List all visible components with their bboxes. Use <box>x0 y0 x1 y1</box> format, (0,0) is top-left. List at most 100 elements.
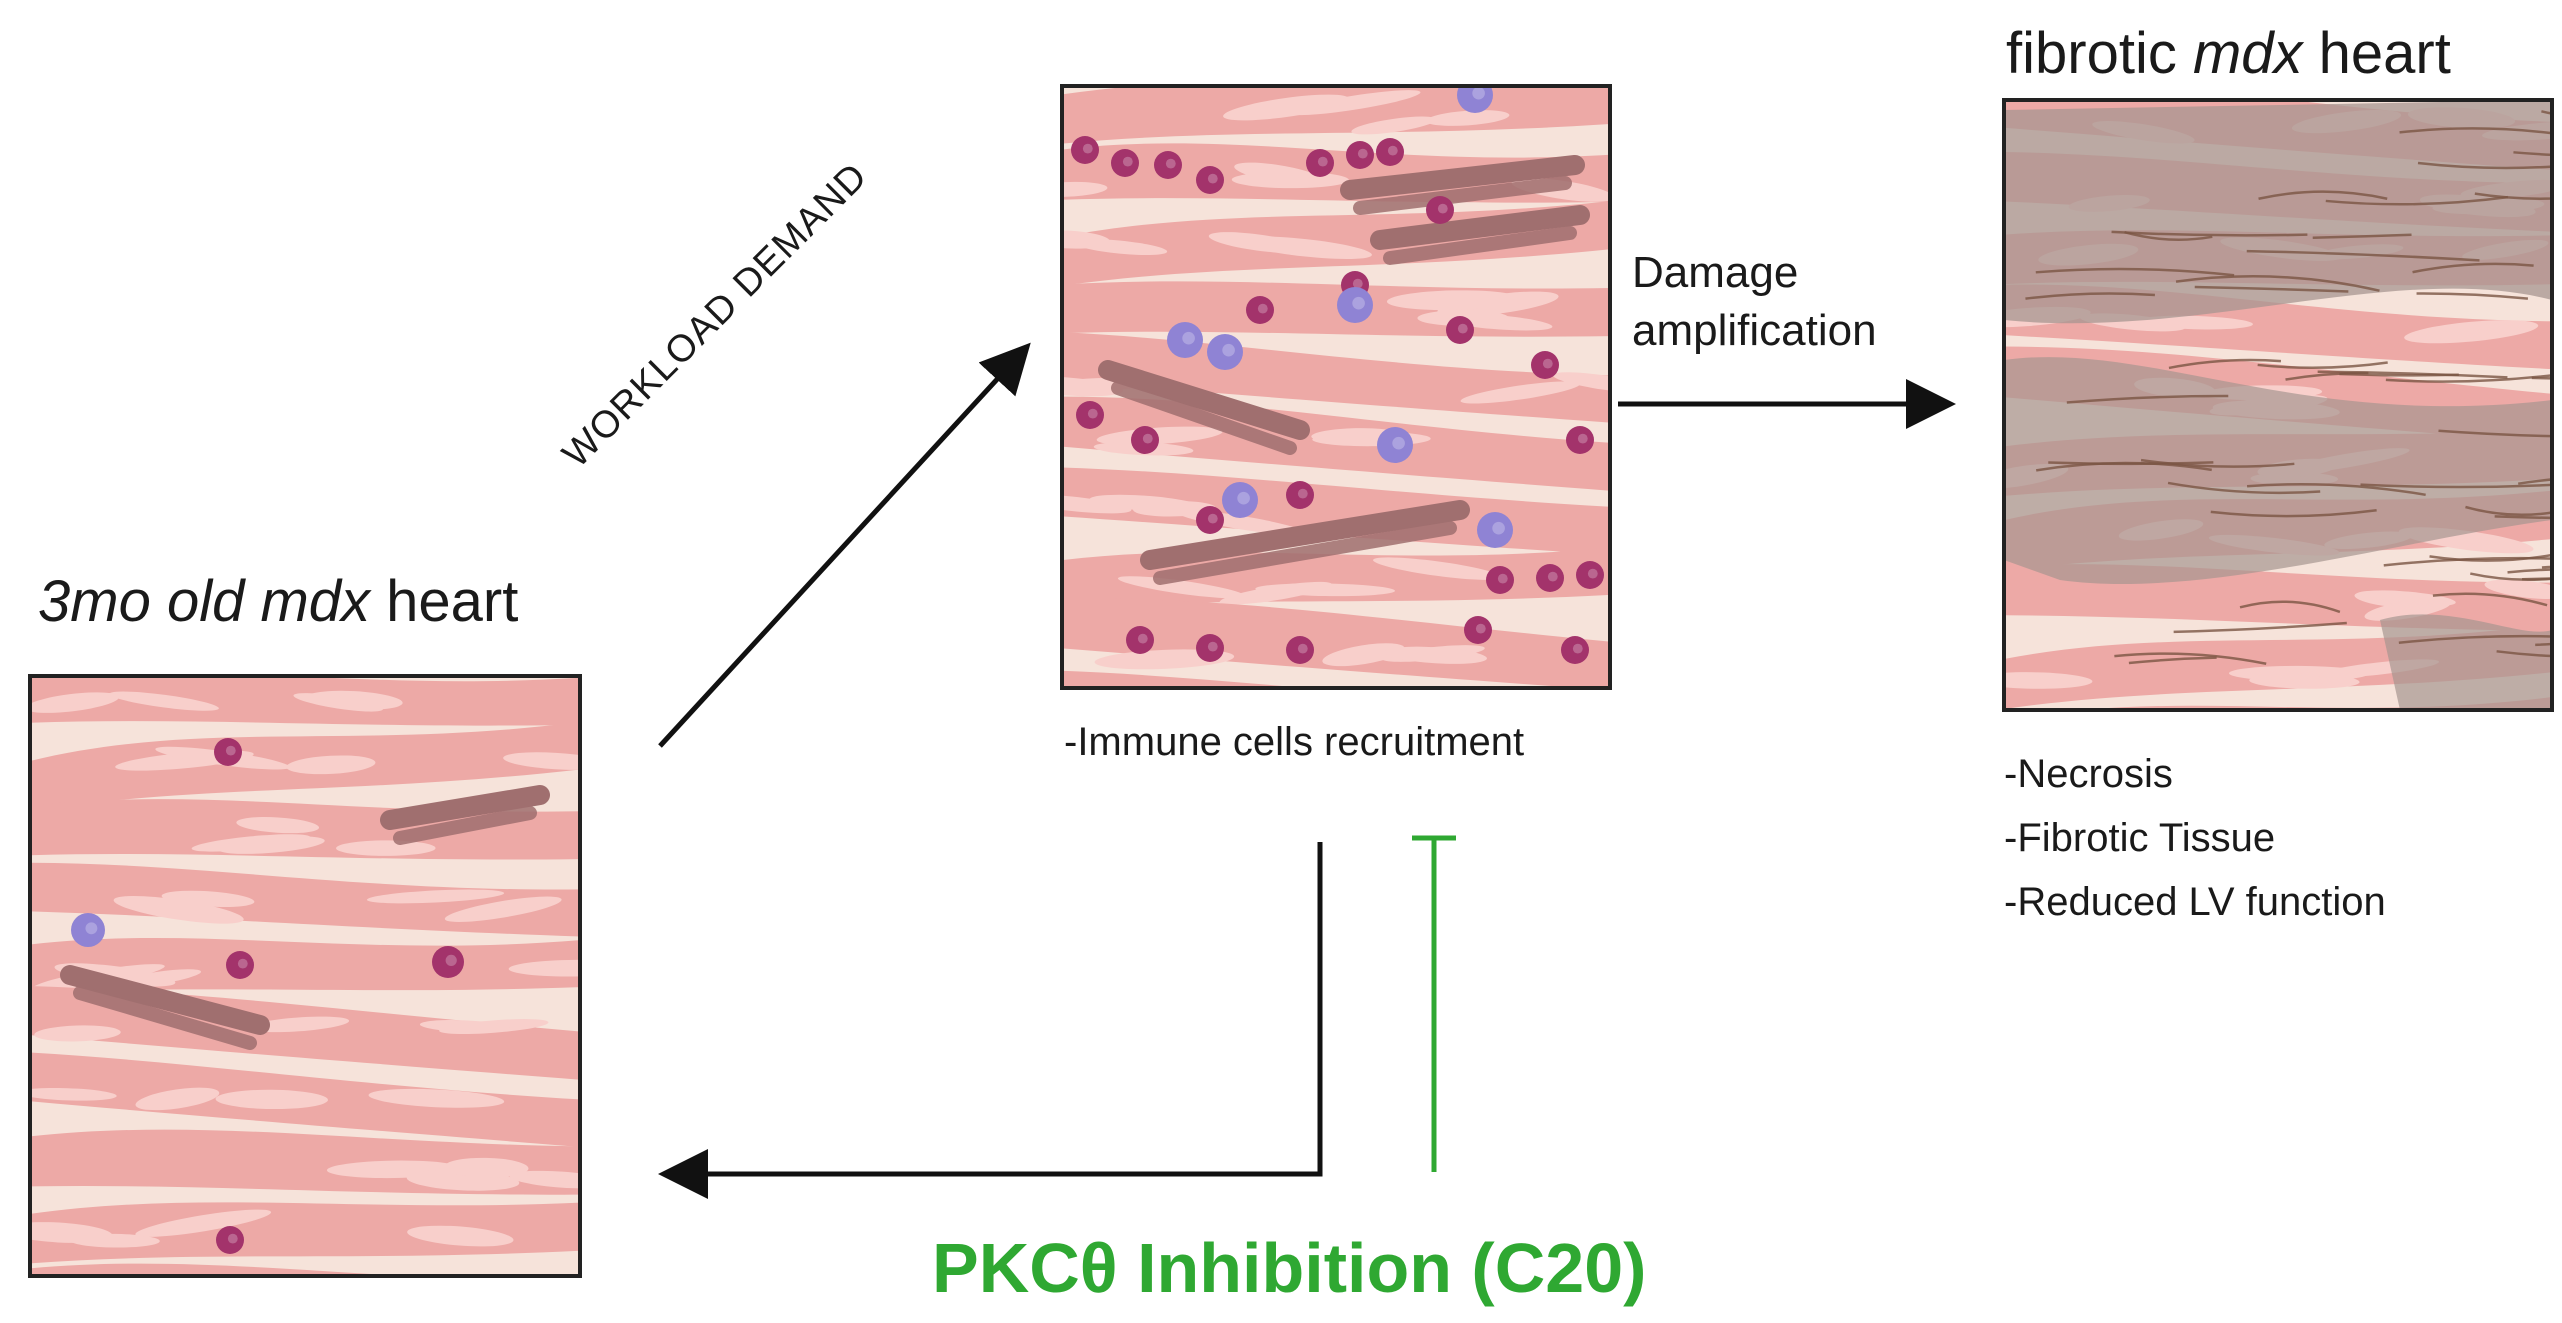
immune-cell-nucleus <box>1475 623 1486 634</box>
immune-cell-nucleus <box>1572 643 1583 654</box>
fiber-striation <box>443 1157 529 1178</box>
fiber-striation <box>202 1303 293 1320</box>
immune-cell <box>1426 196 1454 224</box>
collagen-fiber <box>2111 230 2308 237</box>
collagen-fiber <box>2114 652 2267 666</box>
collagen-fiber <box>2432 592 2548 607</box>
damaged-fiber <box>1098 360 1310 440</box>
fiber-striation <box>368 1088 505 1108</box>
immune-cell <box>1196 634 1224 662</box>
immune-cell-nucleus <box>1297 643 1308 654</box>
collagen-fiber <box>2507 568 2552 574</box>
left-panel-title: 3mo old mdx heart <box>38 568 518 635</box>
fiber-striation <box>2004 672 2093 689</box>
fiber-striation <box>444 896 562 922</box>
collagen-fiber <box>2518 478 2552 485</box>
collagen-fiber <box>2317 370 2508 379</box>
collagen-fiber <box>2066 394 2229 404</box>
immune-cell-nucleus <box>1082 143 1093 154</box>
right-title-prefix: fibrotic <box>2006 21 2177 86</box>
collagen-fiber <box>2173 621 2347 634</box>
collagen-fiber <box>2398 634 2552 644</box>
macrophage-nucleus <box>1492 521 1505 535</box>
collagen-fiber <box>2325 195 2509 206</box>
fiber-striation <box>1062 376 1123 397</box>
fiber-striation <box>503 752 580 770</box>
collagen-fiber <box>2210 508 2377 518</box>
left-title-italic: 3mo old mdx <box>38 569 371 634</box>
fiber-striation <box>1386 290 1520 311</box>
fiber-striation <box>109 691 219 711</box>
collagen-fiber <box>2412 262 2534 274</box>
note-reduced-lv-function: -Reduced LV function <box>2004 880 2386 924</box>
left-title-suffix: heart <box>386 569 519 634</box>
immune-cell-nucleus <box>1437 203 1448 214</box>
fiber-striation <box>109 1298 208 1321</box>
immune-cell-nucleus <box>1547 571 1558 582</box>
muscle-fiber <box>30 862 580 937</box>
right-title-italic: mdx <box>2192 21 2303 86</box>
collagen-fiber <box>2246 249 2480 262</box>
collagen-fiber <box>2535 642 2552 647</box>
immune-cell <box>214 738 242 766</box>
immune-cell <box>1531 351 1559 379</box>
middle-panel-caption: -Immune cells recruitment <box>1064 720 1525 764</box>
fiber-striation <box>1552 372 1610 393</box>
collagen-fiber <box>2194 285 2349 293</box>
fibrotic-region <box>2004 100 2552 324</box>
macrophage-nucleus <box>85 922 98 935</box>
collagen-fiber <box>2429 553 2552 562</box>
immune-cell <box>226 951 254 979</box>
collagen-fiber <box>2285 371 2369 381</box>
immune-cell <box>1486 566 1514 594</box>
immune-cell-nucleus <box>1207 513 1218 524</box>
collagen-fiber <box>2339 372 2459 377</box>
fiber-striation <box>1073 239 1168 256</box>
collagen-fiber <box>2175 275 2380 292</box>
collagen-fiber <box>2128 656 2217 665</box>
fiber-striation <box>218 836 325 854</box>
immune-cell <box>1246 296 1274 324</box>
immune-cell <box>1131 426 1159 454</box>
immune-cell <box>1346 141 1374 169</box>
macrophage-nucleus <box>1182 331 1195 345</box>
fiber-striation <box>215 1089 328 1110</box>
immune-cell <box>1464 616 1492 644</box>
fiber-striation <box>1234 162 1326 186</box>
immune-cell-nucleus <box>1497 573 1508 584</box>
collagen-fiber <box>2383 556 2552 567</box>
damaged-fiber-strand <box>1111 381 1297 455</box>
collagen-fiber <box>2513 151 2552 157</box>
immune-cell <box>1286 636 1314 664</box>
collagen-fiber <box>2416 292 2529 300</box>
muscle-fiber <box>1062 598 1610 688</box>
collagen-fiber <box>2257 361 2388 370</box>
collagen-fiber <box>2035 461 2212 472</box>
middle-panel-border <box>1060 84 1612 690</box>
fiber-striation <box>135 1087 220 1111</box>
middle-cells <box>1071 86 1604 664</box>
right-fibrosis <box>2004 100 2552 710</box>
collagen-fiber <box>2258 190 2388 200</box>
fiber-striation <box>286 755 376 775</box>
immune-cell-nucleus <box>1297 488 1308 499</box>
fiber-striation <box>508 959 580 977</box>
immune-cell <box>1154 151 1182 179</box>
immune-cell <box>1111 149 1139 177</box>
middle-tissue-panel <box>1060 84 1612 690</box>
immune-cell <box>216 1226 244 1254</box>
collagen-fiber <box>2399 127 2552 135</box>
damage-label-line2: amplification <box>1632 306 1877 355</box>
damaged-fiber-strand <box>393 806 537 845</box>
immune-cell-nucleus <box>1352 278 1363 289</box>
feedback-arrow <box>658 842 1323 1199</box>
right-panel-border <box>2002 98 2554 712</box>
collagen-fiber <box>2167 481 2321 495</box>
immune-cell-nucleus <box>1587 568 1598 579</box>
immune-cell-nucleus <box>1577 433 1588 444</box>
muscle-fiber <box>1062 670 1307 688</box>
macrophage <box>71 913 105 947</box>
fiber-striation <box>336 840 436 856</box>
fiber-striation <box>2484 579 2552 599</box>
